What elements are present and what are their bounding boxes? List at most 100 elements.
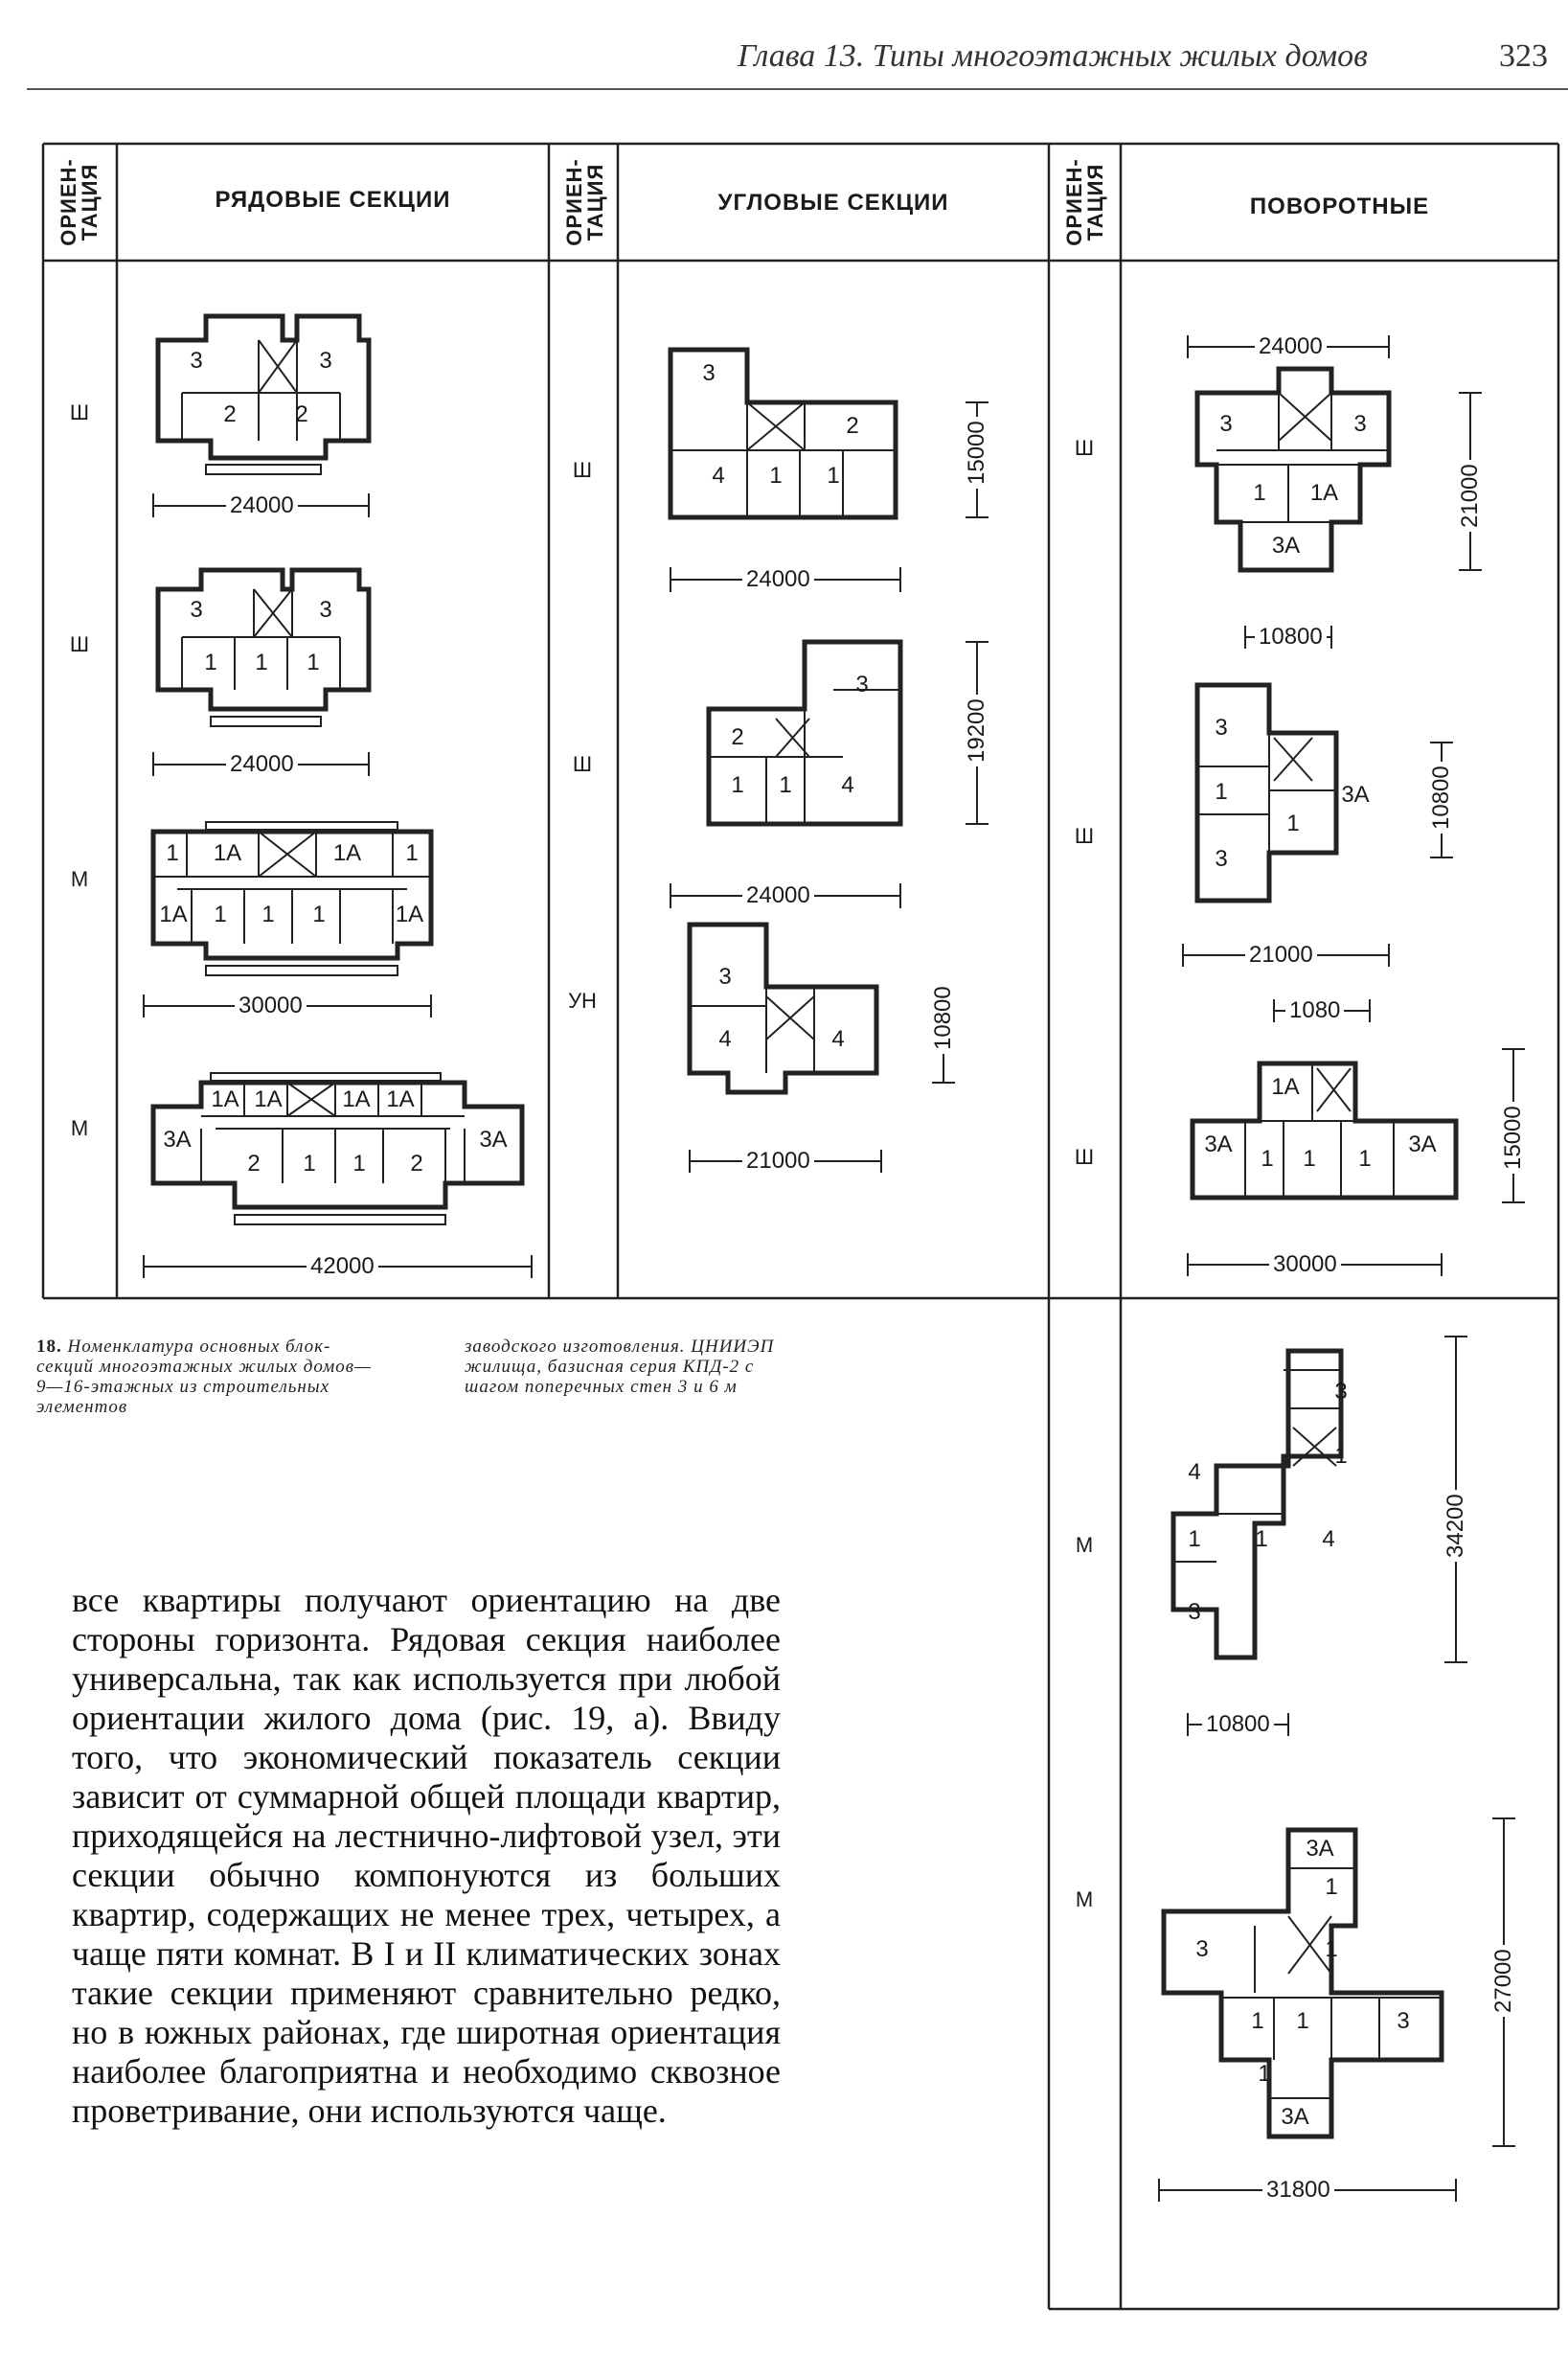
dimension-label: 10800 [1428,762,1455,834]
room-label: 1А [213,840,242,866]
orientation-label: Ш [1074,824,1095,848]
room-label: 4 [718,1026,732,1052]
room-label: 3 [1397,2008,1410,2034]
room-label: 3 [1353,411,1367,437]
room-label: 4 [841,772,854,798]
room-label: 3 [1219,411,1233,437]
dimension-label: 24000 [742,882,814,909]
room-label: 1 [1255,1526,1268,1552]
page-number: 323 [1499,38,1548,74]
room-label: 2 [731,724,744,750]
room-label: 1 [204,650,217,675]
room-label: 2 [410,1151,423,1177]
room-label: 1 [1261,1146,1274,1172]
orientation-label: М [70,1116,89,1140]
room-label: 1 [303,1151,316,1177]
figure-number: 18. [36,1337,62,1357]
room-label: 1А [159,902,188,927]
room-label: 2 [295,401,308,427]
dimension-label: 19200 [964,695,990,766]
dimension-label: 24000 [1255,333,1327,360]
orientation-header-1: ОРИЕН- ТАЦИЯ [57,158,102,246]
dimension-label: 24000 [742,566,814,593]
room-label: 3 [190,348,203,374]
room-label: 3 [1215,715,1228,741]
dimension-label: 21000 [742,1148,814,1175]
body-paragraph: все квартиры получают ориентацию на две … [72,1581,781,2130]
room-label: 1А [386,1086,415,1112]
room-label: 1 [1215,779,1228,805]
room-label: 4 [1188,1459,1201,1485]
room-label: 1 [312,902,326,927]
room-label: 3 [1188,1599,1201,1625]
caption-text: Номенклатура основных блок-секций многоэ… [36,1337,372,1417]
room-label: 1 [769,463,783,489]
room-label: 1А [1271,1074,1300,1100]
dimension-label: 24000 [226,751,298,778]
column-title-turning-sections: ПОВОРОТНЫЕ [1249,194,1430,219]
room-label: 1А [332,840,362,866]
dimension-label: 21000 [1245,942,1317,969]
room-label: 1 [1188,1526,1201,1552]
room-label: 3А [1204,1131,1233,1157]
orientation-label: Ш [69,400,90,424]
dimension-label: 30000 [235,993,307,1019]
room-label: 3 [1334,1379,1348,1405]
dimension-label: 10800 [1255,624,1327,651]
figure-caption-left: 18. Номенклатура основных блок-секций мн… [36,1337,381,1417]
room-label: 3А [1281,2104,1309,2130]
orientation-label: Ш [572,752,593,776]
room-label: 1А [254,1086,283,1112]
room-label: 3 [855,672,869,697]
dimension-label: 15000 [964,417,990,489]
room-label: 1 [352,1151,366,1177]
room-label: 1 [405,840,419,866]
room-label: 1 [307,650,320,675]
room-label: 3А [1271,533,1301,559]
orientation-label: УН [568,989,597,1013]
room-label: 1 [214,902,227,927]
room-label: 3 [319,597,332,623]
room-label: 1 [1296,2008,1309,2034]
orientation-label: М [1075,1533,1094,1557]
room-label: 3 [702,360,716,386]
room-label: 3А [1306,1836,1334,1862]
room-label: 1 [1334,1443,1348,1469]
orientation-label: М [1075,1887,1094,1911]
room-label: 1 [779,772,792,798]
room-label: 1 [827,463,840,489]
dimension-label: 1080 [1285,997,1345,1024]
dimension-label: 42000 [307,1253,378,1280]
dimension-label: 24000 [226,492,298,519]
header-rule [27,88,1568,90]
orientation-label: Ш [572,458,593,482]
column-title-corner-sections: УГЛОВЫЕ СЕКЦИИ [717,190,949,216]
room-label: 1 [1325,1936,1338,1962]
room-label: 3 [190,597,203,623]
column-title-row-sections: РЯДОВЫЕ СЕКЦИИ [215,187,451,213]
room-label: 3А [163,1127,192,1153]
room-label: 3А [479,1127,508,1153]
dimension-label: 27000 [1490,1945,1517,2017]
room-label: 2 [846,413,859,439]
room-label: 1 [1303,1146,1316,1172]
room-label: 1А [1309,480,1339,506]
room-label: 4 [1322,1526,1335,1552]
room-label: 3 [1195,1936,1209,1962]
dimension-label: 31800 [1262,2177,1334,2204]
orientation-label: М [70,867,89,891]
orientation-header-2: ОРИЕН- ТАЦИЯ [562,158,607,246]
room-label: 1 [1253,480,1266,506]
room-label: 1 [1325,1874,1338,1900]
room-label: 3 [1215,846,1228,872]
dimension-label: 21000 [1457,460,1484,532]
room-label: 1 [1286,811,1300,836]
room-label: 1 [166,840,179,866]
dimension-label: 10800 [1202,1711,1274,1738]
room-label: 3 [718,964,732,990]
dimension-label: 10800 [930,982,957,1054]
room-label: 1А [211,1086,239,1112]
room-label: 4 [712,463,725,489]
orientation-label: Ш [1074,436,1095,460]
room-label: 3А [1408,1131,1437,1157]
